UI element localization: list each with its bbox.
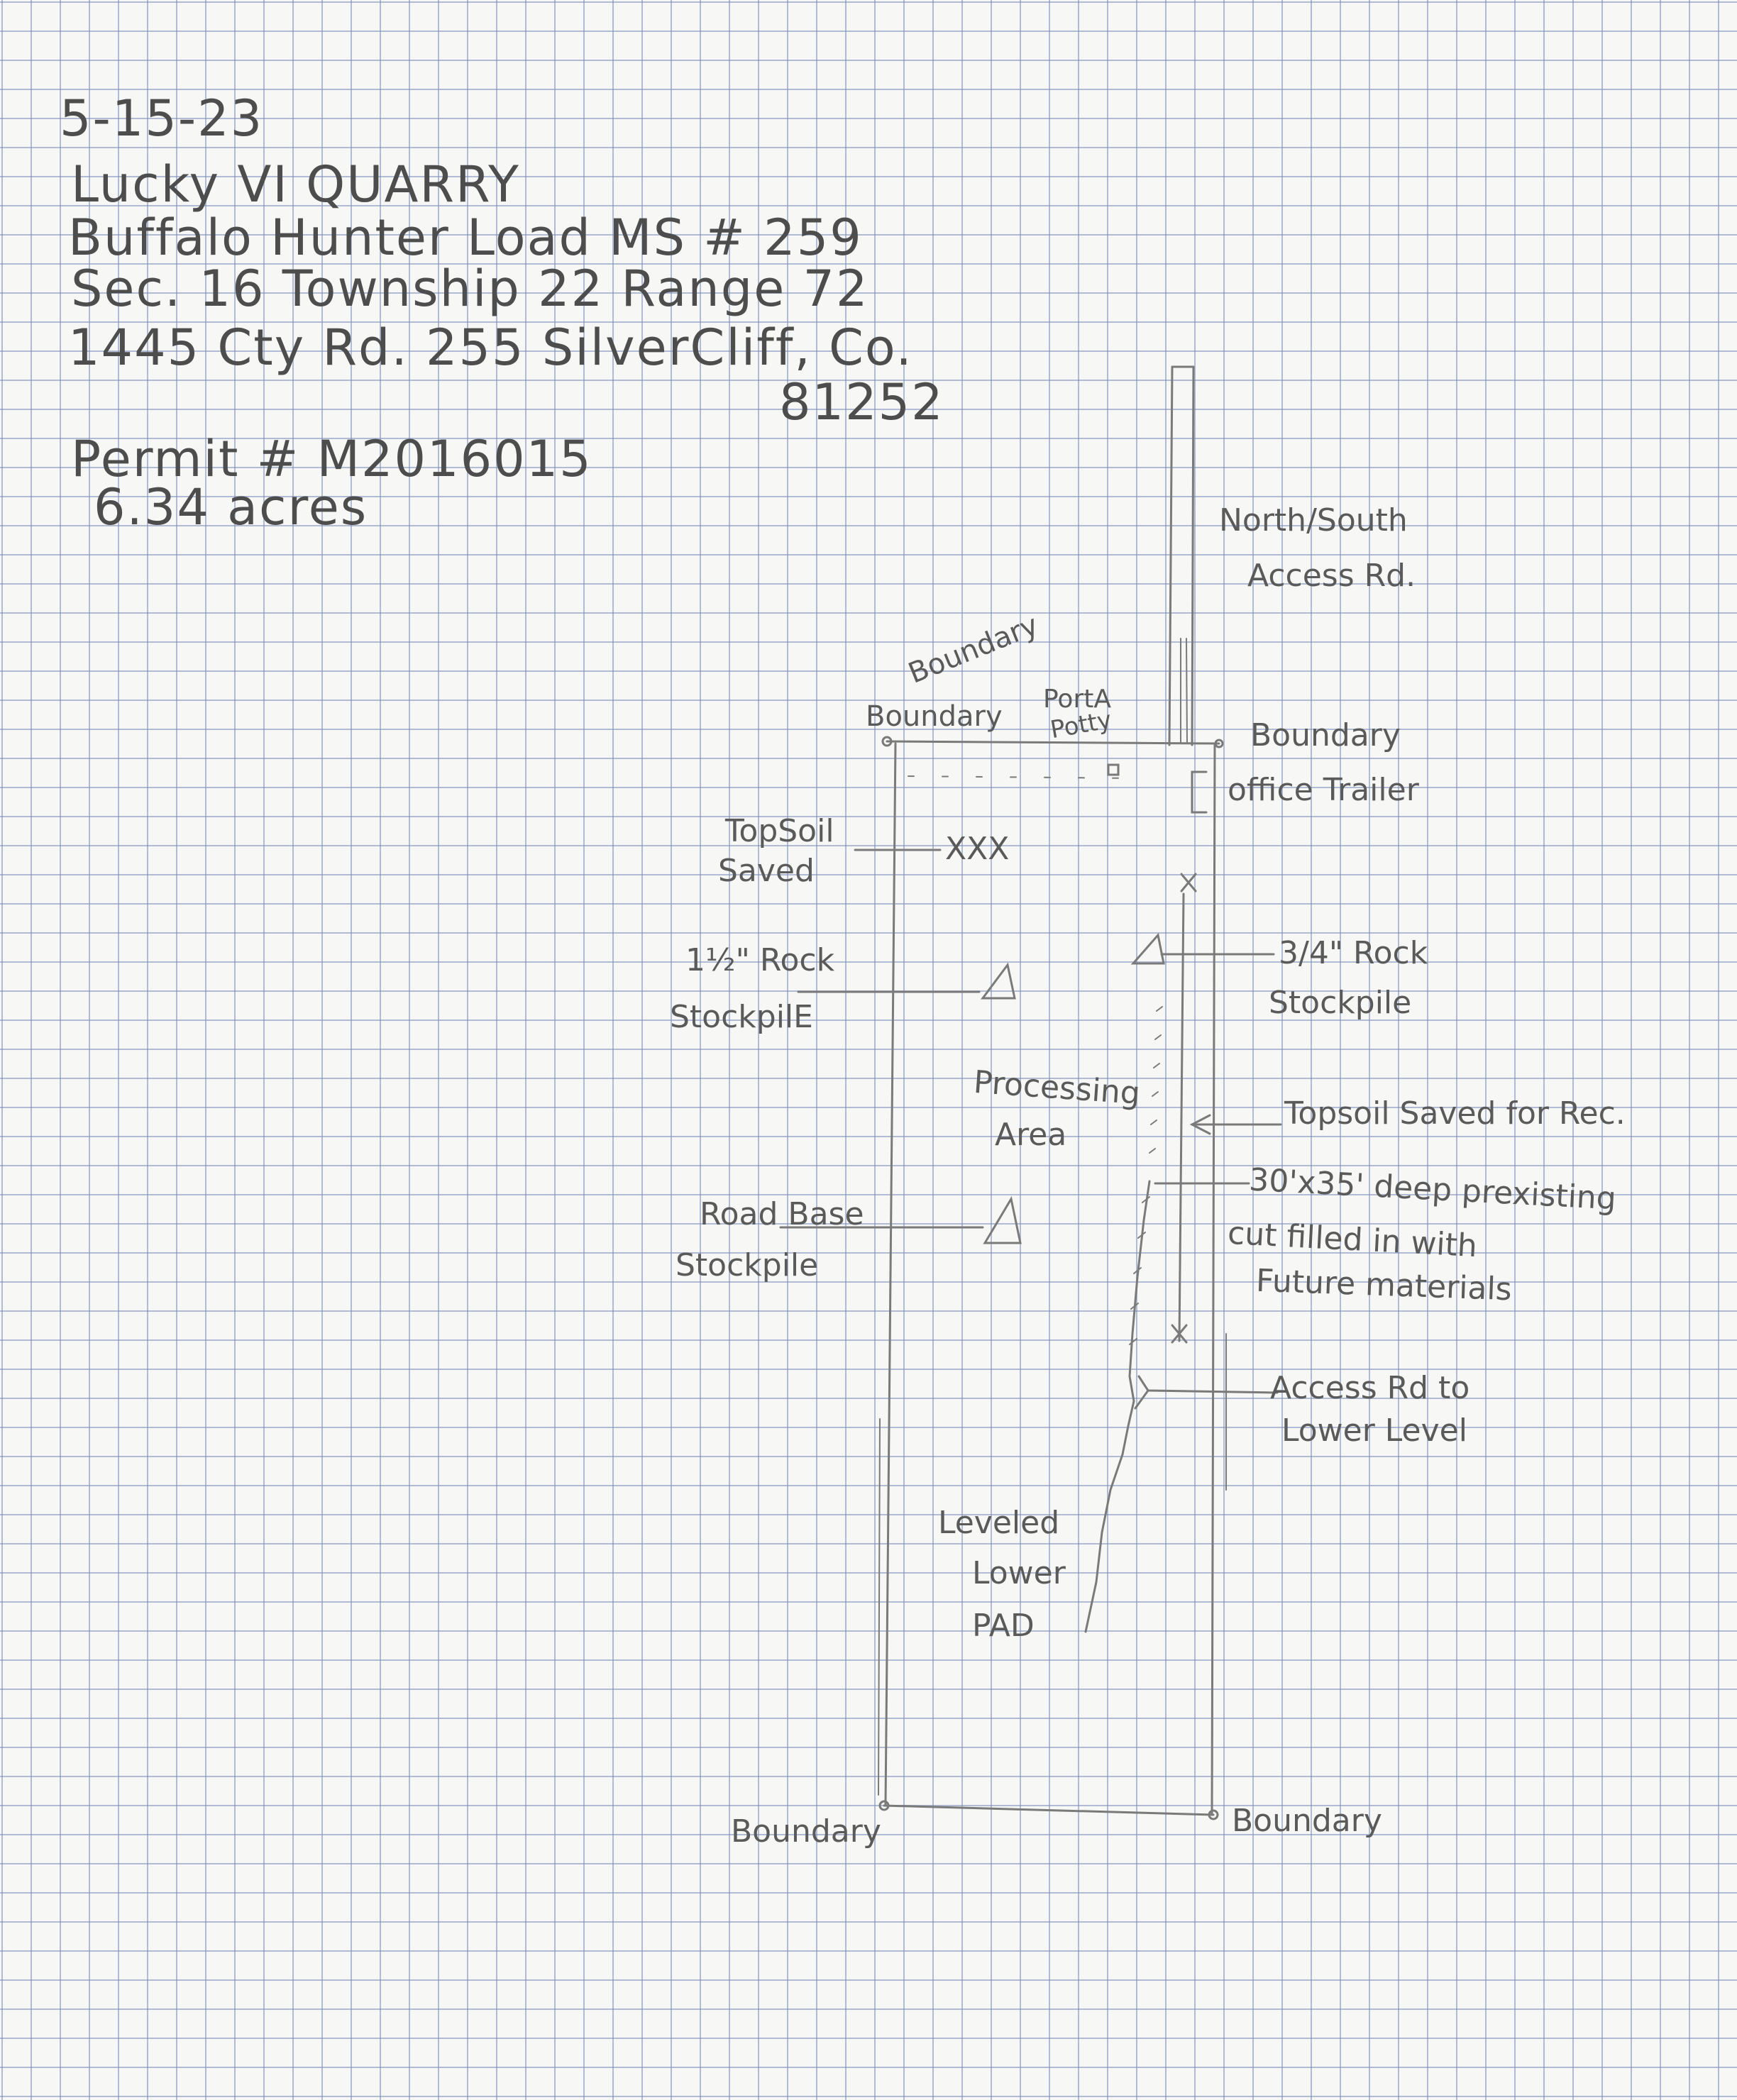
boundary-corner-sw — [878, 1800, 890, 1811]
rock-3-4-stockpile-triangle — [1130, 932, 1165, 965]
acreage-text: 6.34 acres — [94, 478, 368, 536]
road-base-label-line1: Road Base — [700, 1196, 864, 1232]
north-south-road-label-line1: North/South — [1219, 502, 1408, 538]
preexisting-cut-label-line3: Future materials — [1255, 1262, 1513, 1308]
quarry-name-text: Lucky VI QUARRY — [71, 155, 520, 214]
leveled-pad-label-line2: Lower — [972, 1555, 1066, 1591]
permit-number-text: Permit # M2016015 — [71, 430, 592, 488]
topsoil-saved-label-line1: TopSoil — [725, 813, 834, 849]
access-road-east-edge — [1191, 365, 1195, 746]
x-mark-bottom — [1171, 1324, 1188, 1344]
boundary-ne-label: Boundary — [1250, 717, 1401, 753]
porta-potty-marker — [1107, 763, 1120, 776]
address-text: 1445 Cty Rd. 255 SilverCliff, Co. — [68, 319, 913, 377]
leveled-pad-label-line3: PAD — [972, 1608, 1035, 1644]
boundary-nw-label: Boundary — [866, 700, 1003, 733]
boundary-west-line — [884, 742, 897, 1807]
office-trailer-label: office Trailer — [1228, 772, 1419, 808]
rock-3-4-label-line1: 3/4" Rock — [1279, 935, 1428, 971]
boundary-north-line — [886, 740, 1220, 745]
boundary-south-line — [883, 1804, 1215, 1816]
north-south-road-label-line2: Access Rd. — [1247, 558, 1416, 594]
preexisting-cut-outline — [1084, 1180, 1151, 1633]
boundary-corner-se — [1208, 1809, 1219, 1820]
topsoil-rec-label: Topsoil Saved for Rec. — [1284, 1095, 1626, 1132]
access-lower-label-line2: Lower Level — [1281, 1413, 1467, 1449]
road-base-label-line2: Stockpile — [676, 1247, 819, 1283]
access-lower-label-line1: Access Rd to — [1270, 1370, 1470, 1406]
date-text: 5-15-23 — [60, 89, 264, 148]
processing-area-label-line2: Area — [995, 1117, 1067, 1153]
lode-claim-text: Buffalo Hunter Load MS # 259 — [68, 209, 863, 267]
boundary-corner-ne — [1214, 739, 1224, 748]
boundary-se-label: Boundary — [1232, 1803, 1382, 1839]
office-trailer-marker — [1191, 770, 1208, 814]
boundary-corner-nw — [881, 736, 893, 747]
rock-1-5-label-line1: 1½" Rock — [685, 942, 835, 978]
rock-1-5-stockpile-triangle — [981, 962, 1016, 1000]
rock-1-5-label-line2: StockpilE — [670, 999, 813, 1035]
rock-3-4-label-line2: Stockpile — [1269, 985, 1412, 1021]
topsoil-x-marks: XXX — [945, 831, 1010, 867]
leveled-pad-label-line1: Leveled — [938, 1505, 1060, 1541]
topsoil-saved-label-line2: Saved — [718, 853, 815, 889]
boundary-east-line — [1211, 742, 1216, 1816]
access-road-west-edge — [1168, 365, 1174, 746]
legal-location-text: Sec. 16 Township 22 Range 72 — [71, 260, 869, 318]
zip-code-text: 81252 — [779, 373, 944, 431]
road-base-stockpile-triangle — [983, 1195, 1022, 1244]
boundary-sw-label: Boundary — [731, 1813, 881, 1850]
porta-potty-label-line1: PortA — [1043, 685, 1111, 714]
x-mark-top — [1180, 873, 1197, 892]
